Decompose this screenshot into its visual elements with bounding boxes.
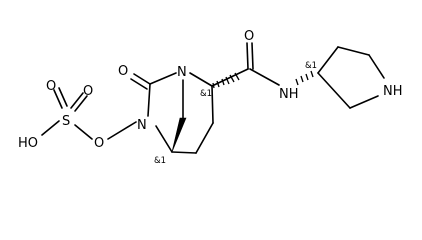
bond-pyr-c4-c5 xyxy=(337,46,370,56)
bond-amide-c-n xyxy=(249,68,280,86)
bond-s-o-top-b xyxy=(58,87,68,107)
bond-c7-n1 xyxy=(149,72,177,85)
molecule-structure: O N O NH NH N O S O O HO &1 &1 &1 xyxy=(18,29,403,166)
atom-amide-nh: NH xyxy=(279,87,299,102)
bond-amide-c-o-b xyxy=(251,42,254,70)
atom-bridgehead-nitrogen: N xyxy=(177,65,187,80)
bond-pyr-c3-c2 xyxy=(317,72,351,109)
structure-canvas: O N O NH NH N O S O O HO &1 &1 &1 xyxy=(18,29,403,166)
bond-c7-n6 xyxy=(147,83,151,117)
bond-s-oh xyxy=(41,120,60,136)
bond-s-o-bottom-a xyxy=(70,92,84,109)
bond-n1-c2 xyxy=(189,72,213,87)
atom-pyrrolidine-nh: NH xyxy=(383,84,403,99)
bond-pyr-c5-n xyxy=(368,54,385,79)
atom-hydroxyl: HO xyxy=(18,136,38,151)
hashed-bond-c2 xyxy=(212,72,240,89)
bond-s-o-bottom-b xyxy=(74,95,88,112)
atom-sulfur: S xyxy=(62,114,70,129)
bond-o-s xyxy=(74,124,93,140)
atom-ester-oxygen: O xyxy=(94,136,104,151)
bond-n6-o xyxy=(107,121,137,140)
bond-c7-o-double-a xyxy=(133,73,151,85)
hashed-bond-pyr-c3 xyxy=(295,70,314,86)
bond-pyr-n-c2 xyxy=(349,95,379,109)
atom-ring-carbonyl-oxygen: O xyxy=(118,64,128,79)
bond-c5-n6 xyxy=(155,125,173,153)
atom-hydroxy-nitrogen: N xyxy=(137,118,147,133)
wedge-bond-c5 xyxy=(171,117,187,153)
bond-c3-c4 xyxy=(195,122,214,154)
bond-c2-c3 xyxy=(211,85,214,124)
stereo-label-c5: &1 xyxy=(154,156,166,166)
atom-sulfonyl-oxygen-top: O xyxy=(46,79,56,94)
atom-sulfonyl-oxygen-bottom: O xyxy=(83,84,93,99)
bond-s-o-top-a xyxy=(53,89,63,109)
atom-amide-oxygen: O xyxy=(244,29,254,44)
bond-pyr-c3-c4 xyxy=(317,46,339,74)
stereo-label-c2: &1 xyxy=(200,89,212,99)
bond-amide-c-o-a xyxy=(246,42,249,70)
bond-c4-c5 xyxy=(171,151,197,154)
bond-c7-o-double-b xyxy=(130,78,148,90)
stereo-label-pyrrolidine-c3: &1 xyxy=(305,61,317,71)
